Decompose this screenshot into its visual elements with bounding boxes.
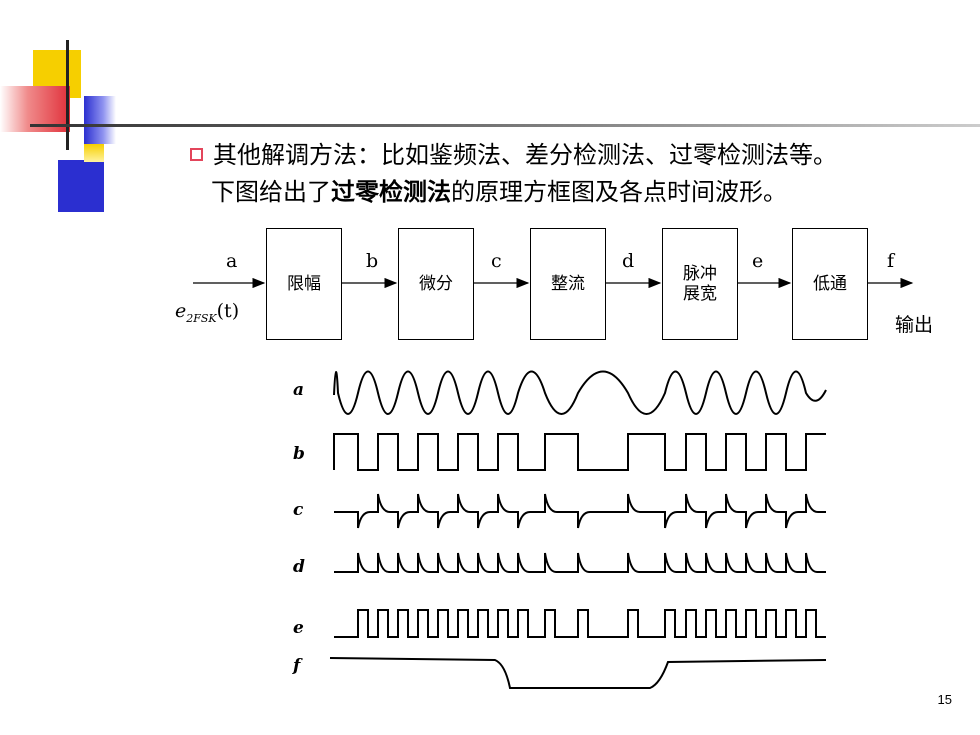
block-rectifier: 整流	[530, 228, 606, 340]
wave-label-a: a	[293, 380, 305, 400]
node-label-d: d	[622, 250, 635, 272]
text-line-2-bold: 过零检测法	[331, 178, 451, 206]
wave-label-f: f	[293, 656, 301, 676]
deco-horizontal-line	[30, 124, 980, 127]
waveform-b	[333, 433, 826, 471]
wave-label-d: d	[293, 557, 305, 577]
block-lowpass: 低通	[792, 228, 868, 340]
bullet-icon	[190, 147, 203, 161]
block-limiter: 限幅	[266, 228, 342, 340]
deco-blue-square	[58, 160, 104, 212]
node-label-a: a	[226, 250, 238, 272]
block-rectifier-label: 整流	[551, 274, 585, 294]
waveform-e	[334, 609, 826, 638]
waveform-c	[334, 493, 826, 529]
node-label-f: f	[887, 250, 895, 272]
block-pulse-widen-label: 脉冲展宽	[683, 264, 717, 304]
node-label-e: e	[752, 250, 764, 272]
block-lowpass-label: 低通	[813, 274, 847, 294]
input-label-subscript: 2FSK	[186, 311, 217, 325]
page-number: 15	[937, 692, 952, 707]
waveform-a	[333, 370, 827, 415]
text-line-2-pre: 下图给出了	[211, 178, 331, 206]
input-label: e2FSK(t)	[175, 300, 239, 325]
block-limiter-label: 限幅	[287, 274, 321, 294]
node-label-b: b	[366, 250, 379, 272]
input-label-suffix: (t)	[216, 300, 240, 322]
bullet-line-1: 其他解调方法：比如鉴频法、差分检测法、过零检测法等。	[190, 135, 837, 170]
wave-label-e: e	[293, 618, 304, 638]
waveform-d	[334, 552, 826, 573]
wave-label-c: c	[293, 500, 304, 520]
input-label-e: e	[175, 300, 187, 322]
deco-blue-square-small	[84, 96, 116, 144]
node-label-c: c	[491, 250, 502, 272]
text-line-2-post: 的原理方框图及各点时间波形。	[451, 178, 787, 206]
block-pulse-widen: 脉冲展宽	[662, 228, 738, 340]
deco-vertical-line	[66, 40, 69, 150]
wave-label-b: b	[293, 444, 305, 464]
block-differentiator: 微分	[398, 228, 474, 340]
output-label: 输出	[895, 314, 934, 336]
bullet-line-2: 下图给出了过零检测法的原理方框图及各点时间波形。	[211, 172, 787, 207]
text-line-1: 其他解调方法：比如鉴频法、差分检测法、过零检测法等。	[213, 141, 837, 169]
block-differentiator-label: 微分	[419, 274, 453, 294]
waveform-f	[329, 657, 827, 689]
deco-yellow-small	[84, 144, 104, 162]
